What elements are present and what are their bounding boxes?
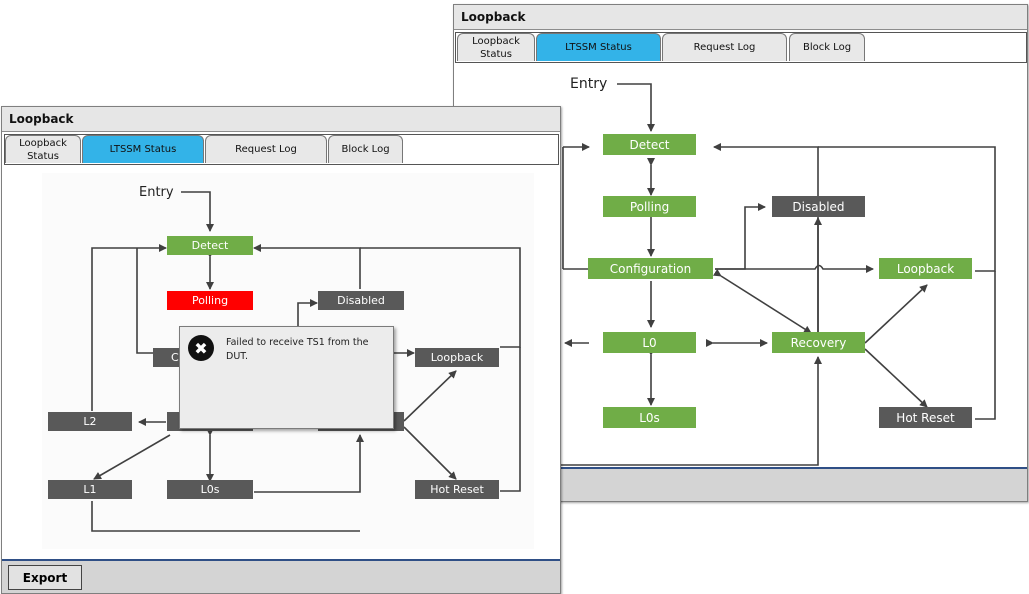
state-l0s: L0s [167, 480, 253, 499]
tab-request-log[interactable]: Request Log [662, 33, 787, 61]
tab-bar: Loopback Status LTSSM Status Request Log… [455, 32, 1027, 63]
state-label: Polling [191, 294, 229, 307]
window-title: Loopback [454, 5, 1027, 30]
export-button[interactable]: Export [8, 565, 82, 590]
state-l0s: L0s [603, 407, 696, 428]
tab-block-log[interactable]: Block Log [789, 33, 865, 61]
state-label: Disabled [792, 199, 845, 214]
state-label: L0s [639, 410, 660, 425]
close-circle-icon[interactable]: ✖ [188, 335, 214, 361]
tab-block-log[interactable]: Block Log [328, 135, 403, 163]
tab-ltssm-status[interactable]: LTSSM Status [536, 33, 661, 61]
state-label: Recovery [790, 335, 847, 350]
window-title: Loopback [2, 107, 560, 132]
tab-loopback-status[interactable]: Loopback Status [5, 135, 81, 163]
state-label: Hot Reset [430, 483, 484, 496]
state-label: C [171, 351, 179, 364]
state-label: Polling [629, 199, 670, 214]
state-label: Detect [629, 137, 670, 152]
state-polling: Polling [603, 196, 696, 217]
tab-request-log[interactable]: Request Log [205, 135, 327, 163]
state-polling: Polling [167, 291, 253, 310]
state-label: Loopback [430, 351, 484, 364]
error-popup: ✖ Failed to receive TS1 from the DUT. [179, 326, 394, 429]
state-detect: Detect [603, 134, 696, 155]
state-label: L2 [83, 415, 97, 428]
state-loopback: Loopback [879, 258, 972, 279]
state-label: Hot Reset [896, 410, 955, 425]
state-disabled: Disabled [772, 196, 865, 217]
state-loopback: Loopback [415, 348, 499, 367]
state-detect: Detect [167, 236, 253, 255]
state-configuration: Configuration [588, 258, 713, 279]
window-footer: Export [2, 559, 560, 593]
state-disabled: Disabled [318, 291, 404, 310]
state-label: Disabled [337, 294, 385, 307]
state-l2: L2 [48, 412, 132, 431]
state-label: L1 [83, 483, 97, 496]
state-label: Detect [191, 239, 229, 252]
entry-label: Entry [570, 76, 607, 92]
state-l0: L0 [603, 332, 696, 353]
state-label: L0s [200, 483, 220, 496]
ltssm-state-diagram: Entry [559, 76, 996, 466]
tab-ltssm-status[interactable]: LTSSM Status [82, 135, 204, 163]
state-recovery: Recovery [772, 332, 865, 353]
tab-loopback-status[interactable]: Loopback Status [457, 33, 535, 61]
state-label: Configuration [609, 261, 692, 276]
state-hot-reset: Hot Reset [879, 407, 972, 428]
state-label: L0 [642, 335, 657, 350]
state-hot-reset: Hot Reset [415, 480, 499, 499]
error-message: Failed to receive TS1 from the DUT. [226, 337, 369, 362]
state-label: Loopback [896, 261, 955, 276]
tab-bar: Loopback Status LTSSM Status Request Log… [4, 134, 559, 165]
state-l1: L1 [48, 480, 132, 499]
entry-label: Entry [139, 185, 174, 200]
